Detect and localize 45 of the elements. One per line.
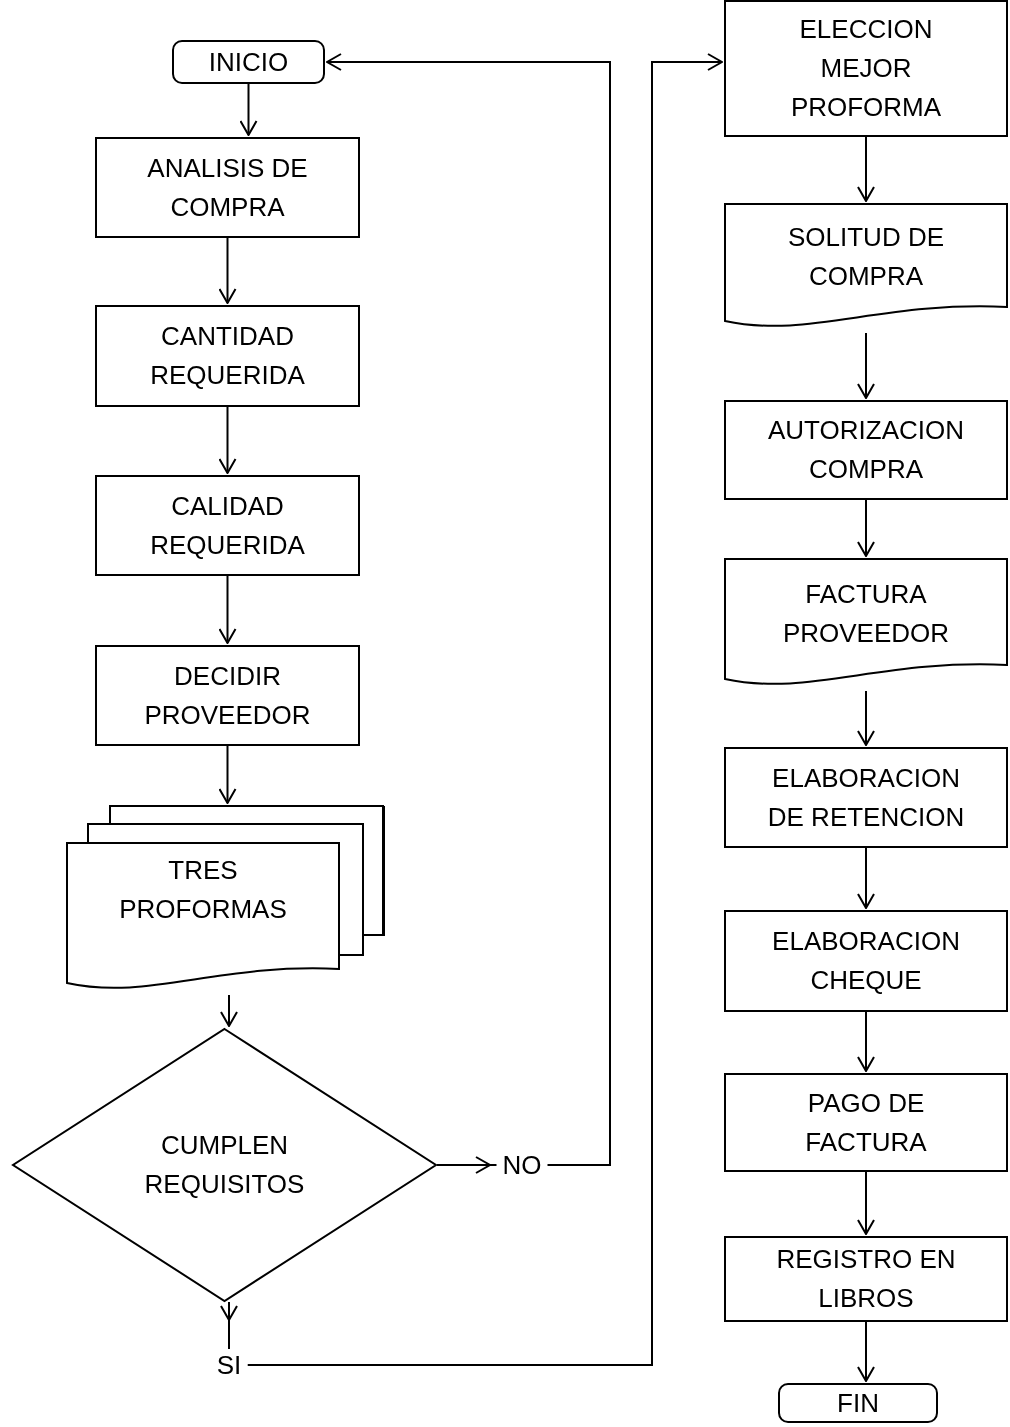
step-label: AUTORIZACION COMPRA [767, 414, 965, 486]
arrow [857, 690, 875, 746]
step-label: ELECCION MEJOR PROFORMA [789, 13, 943, 124]
arrow [220, 53, 723, 1366]
process-box [724, 0, 1008, 137]
step-label: CANTIDAD REQUERIDA [149, 320, 306, 392]
process-box [95, 475, 360, 576]
step-label: FACTURA PROVEEDOR [781, 577, 951, 650]
arrow [857, 499, 875, 557]
arrow [857, 332, 875, 399]
step-label: REGISTRO EN LIBROS [775, 1243, 957, 1315]
step-label: INICIO [208, 45, 289, 79]
terminal-box [778, 1383, 938, 1423]
step-label: CUMPLEN REQUISITOS [143, 1129, 306, 1201]
arrow [218, 575, 237, 644]
arrow [857, 1011, 875, 1072]
step-label: SOLITUD DE COMPRA [787, 221, 945, 293]
process-box [724, 747, 1008, 848]
step-label: ELABORACION CHEQUE [771, 925, 961, 997]
step-label: PAGO DE FACTURA [804, 1086, 928, 1159]
process-box [724, 1236, 1008, 1322]
arrow [218, 745, 237, 804]
step-label: ELABORACION DE RETENCION [766, 761, 966, 834]
step-label: CALIDAD REQUERIDA [149, 489, 306, 562]
decision-diamond [12, 1028, 437, 1302]
arrow [218, 406, 237, 474]
step-label: DECIDIR PROVEEDOR [143, 659, 312, 732]
arrow [220, 994, 238, 1027]
arrow [857, 136, 875, 202]
process-box [724, 910, 1008, 1012]
arrow [857, 847, 875, 909]
step-label: TRES PROFORMAS [118, 854, 288, 926]
arrow [857, 1171, 875, 1235]
process-box [95, 645, 360, 746]
terminal-box [172, 40, 325, 84]
process-box [724, 1073, 1008, 1172]
process-box [95, 305, 360, 407]
process-box [95, 137, 360, 238]
step-label: ANALISIS DE COMPRA [146, 151, 309, 224]
arrow [239, 83, 258, 136]
arrow [326, 53, 611, 1174]
process-box [724, 400, 1008, 500]
step-label: FIN [837, 1386, 879, 1420]
arrow [218, 237, 237, 304]
arrow [857, 1321, 875, 1382]
